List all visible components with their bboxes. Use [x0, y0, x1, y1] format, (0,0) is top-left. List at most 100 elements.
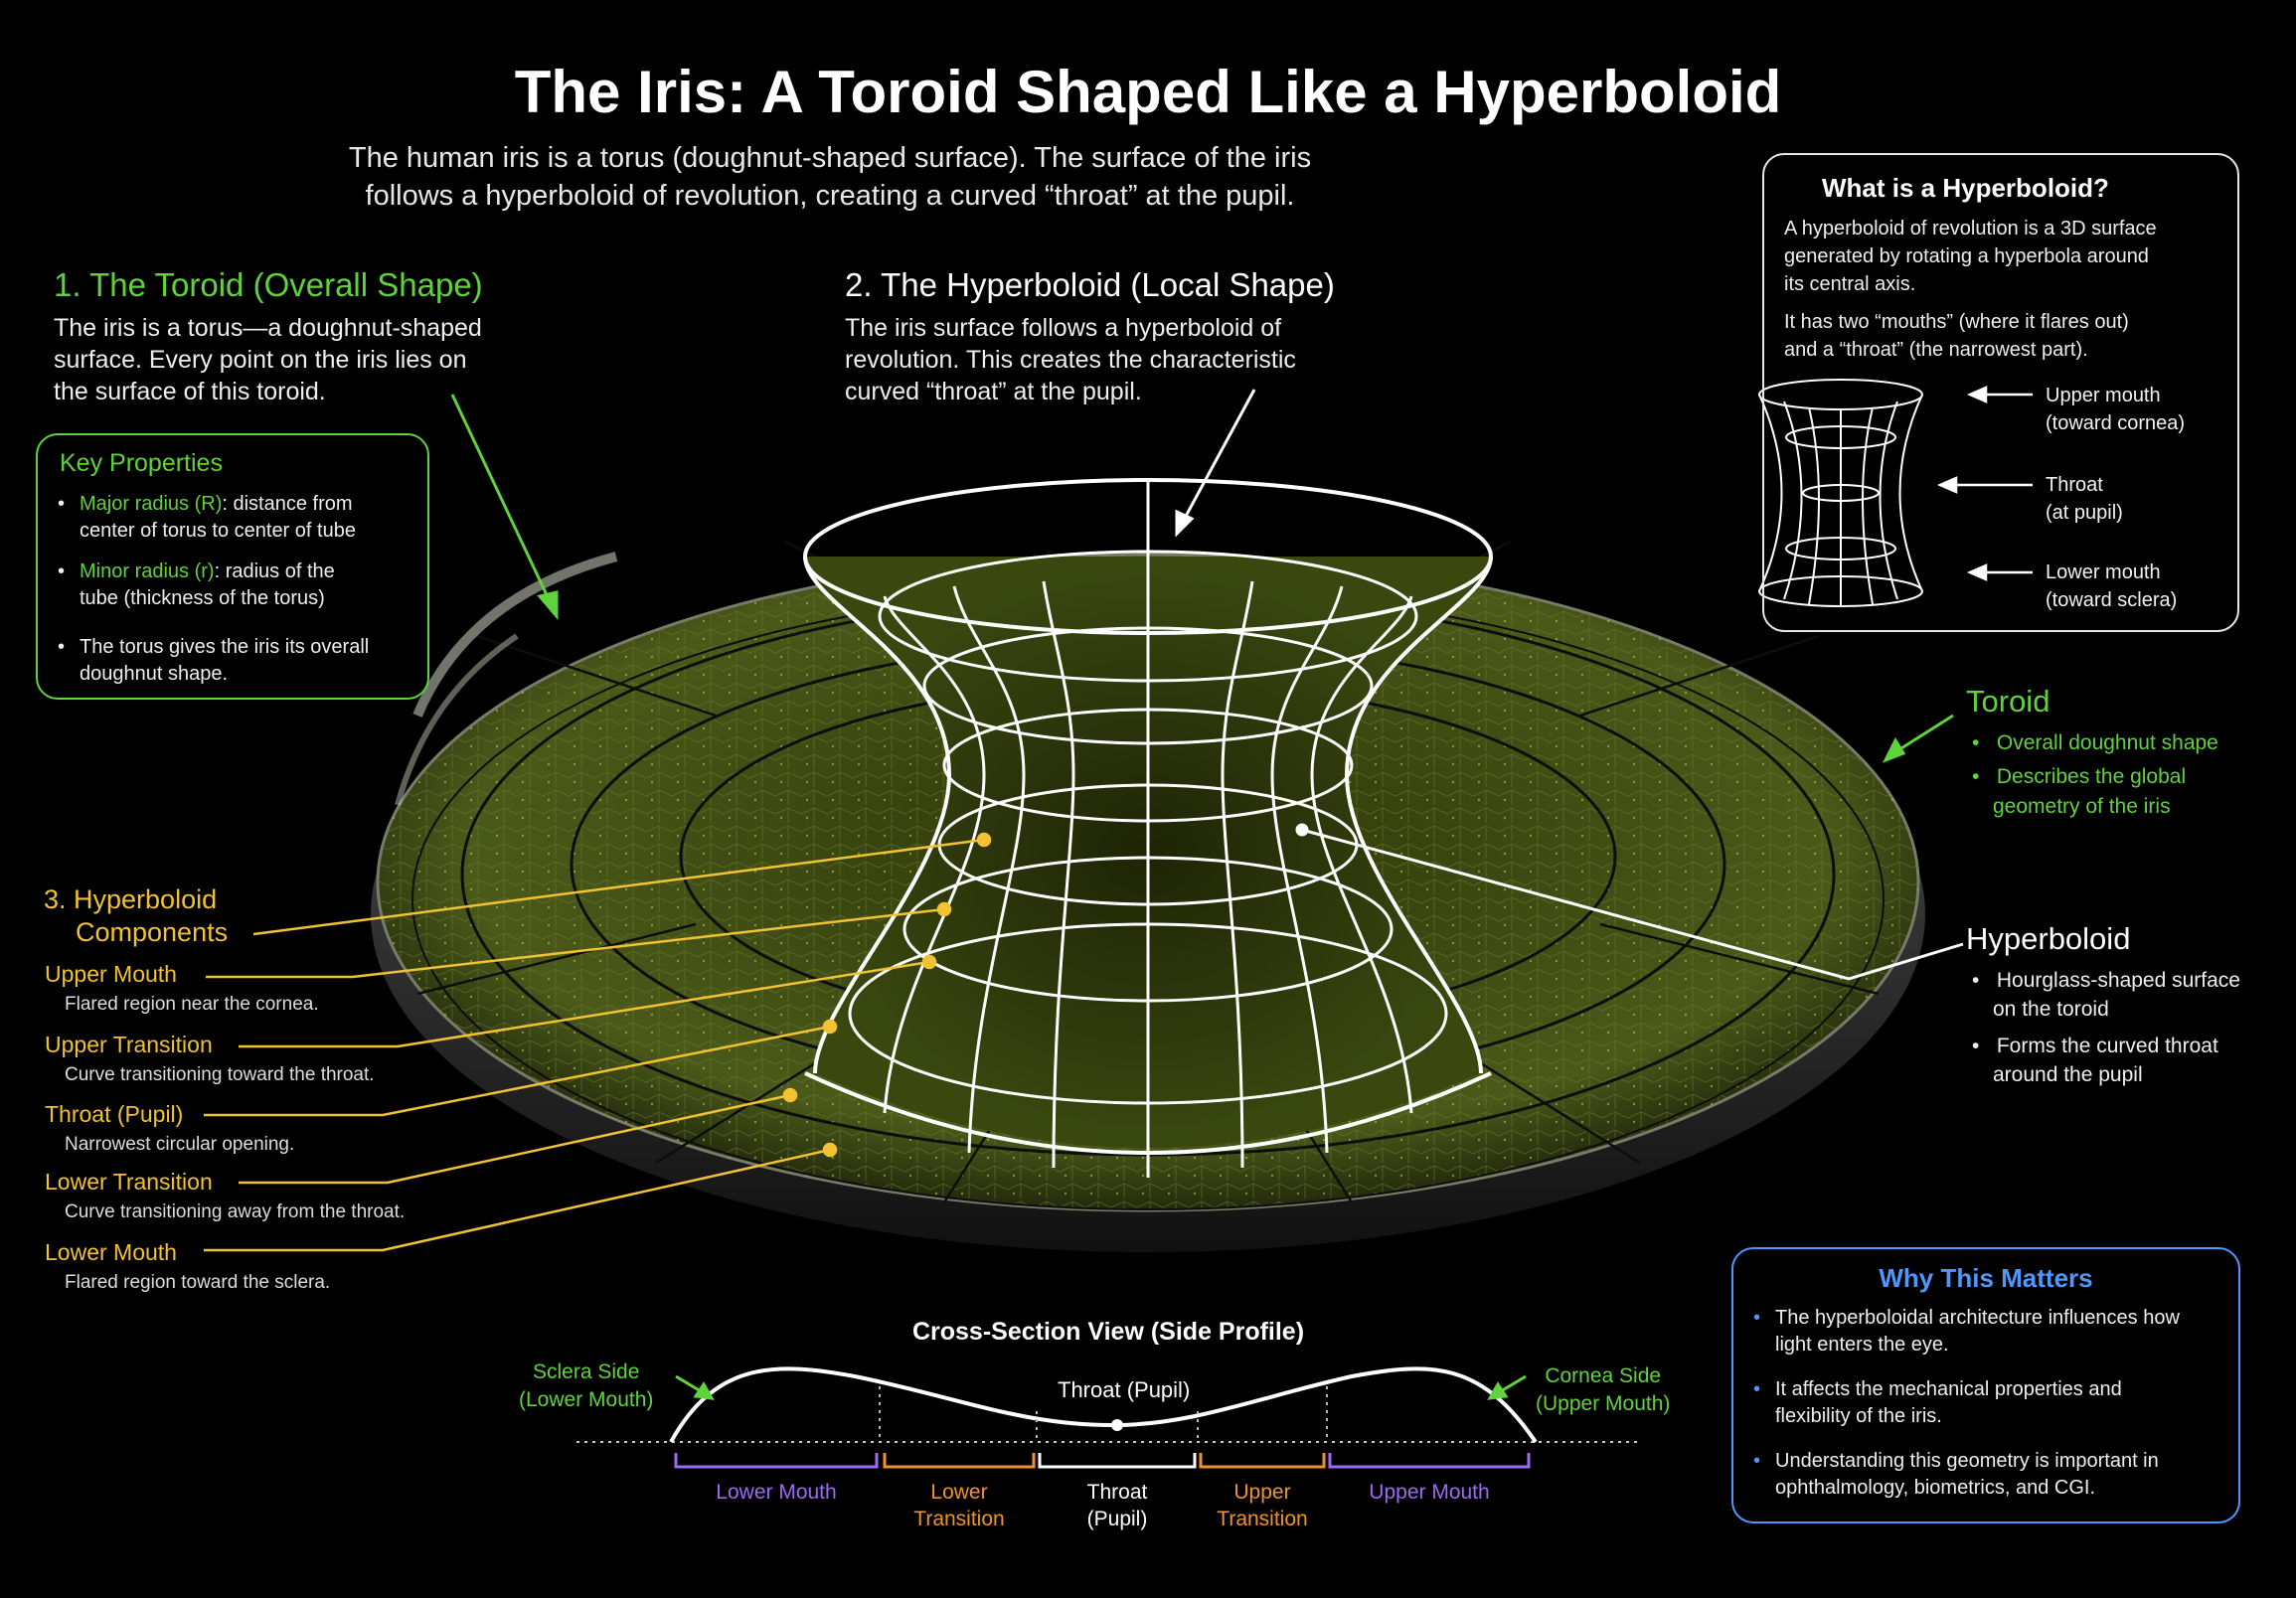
mini-arrows	[1936, 386, 2033, 581]
component-desc: Narrowest circular opening.	[65, 1134, 295, 1155]
throat-label: Throat (at pupil)	[2046, 471, 2123, 527]
segment-label: Transition	[1217, 1508, 1308, 1530]
subtitle-line1: The human iris is a torus (doughnut-shap…	[348, 142, 1312, 174]
torus	[371, 497, 1925, 1252]
key-properties-box: Key Properties Major radius (R): distanc…	[36, 433, 429, 700]
component-desc: Curve transitioning away from the throat…	[65, 1201, 406, 1222]
why-item: •Understanding this geometry is importan…	[1753, 1450, 2159, 1499]
segment-upper-transition: Upper Transition	[1201, 1479, 1324, 1532]
component-desc: Flared region near the cornea.	[65, 994, 319, 1015]
section2-body: The iris surface follows a hyperboloid o…	[845, 312, 1362, 407]
component-desc: Curve transitioning toward the throat.	[65, 1064, 375, 1085]
page-title: The Iris: A Toroid Shaped Like a Hyperbo…	[514, 59, 1782, 125]
key-properties-heading: Key Properties	[60, 449, 223, 477]
what-is-p2-line: It has two “mouths” (where it flares out…	[1784, 311, 2129, 333]
hyperboloid-item: around the pupil	[1993, 1063, 2143, 1086]
lower-mouth-label: Lower mouth (toward sclera)	[2046, 559, 2177, 614]
hyperboloid-callout-list: • Hourglass-shaped surface on the toroid…	[1972, 966, 2240, 1089]
section2-line: revolution. This creates the characteris…	[845, 346, 1296, 374]
component-name: Upper Transition	[45, 1032, 213, 1057]
hyperboloid-arrows	[1175, 389, 1964, 981]
toroid-callout-list: • Overall doughnut shape • Describes the…	[1972, 728, 2218, 822]
toroid-item: • Overall doughnut shape	[1972, 731, 2218, 754]
why-item: •It affects the mechanical properties an…	[1753, 1378, 2122, 1427]
upper-mouth-desc: (toward cornea)	[2046, 412, 2186, 434]
torus-shape-item: The torus gives the iris its overalldoug…	[56, 634, 413, 688]
component-lower-transition: Lower Transition Curve transitioning awa…	[45, 1169, 405, 1223]
cross-section-title: Cross-Section View (Side Profile)	[911, 1318, 1305, 1346]
section2-heading: 2. The Hyperboloid (Local Shape)	[845, 266, 1335, 303]
hyperboloid-callout-heading: Hyperboloid	[1966, 921, 2131, 956]
section3-heading-line1: 3. Hyperboloid	[44, 884, 218, 914]
hyperboloid-item: • Hourglass-shaped surface	[1972, 969, 2240, 992]
cornea-side-label: Cornea Side (Upper Mouth)	[1536, 1362, 1670, 1418]
toroid-arrows	[450, 394, 1954, 763]
cornea-side-title: Cornea Side	[1545, 1364, 1662, 1387]
section2-line: curved “throat” at the pupil.	[845, 378, 1142, 405]
what-is-hyperboloid-box: What is a Hyperboloid? A hyperboloid of …	[1762, 153, 2239, 632]
sclera-side-desc: (Lower Mouth)	[519, 1388, 654, 1411]
throat-title: Throat	[2046, 474, 2103, 496]
component-desc: Flared region toward the sclera.	[65, 1272, 331, 1293]
component-name: Lower Mouth	[45, 1239, 177, 1265]
segment-label: Throat	[1086, 1481, 1148, 1504]
hyperboloid-item: on the toroid	[1993, 998, 2109, 1021]
section1-body: The iris is a torus—a doughnut-shaped su…	[54, 312, 571, 407]
segment-label: Upper Mouth	[1369, 1481, 1490, 1504]
what-is-paragraph2: It has two “mouths” (where it flares out…	[1784, 308, 2129, 364]
what-is-p1-line: its central axis.	[1784, 273, 1916, 295]
section1-line: The iris is a torus—a doughnut-shaped	[54, 314, 482, 342]
component-upper-mouth: Upper Mouth Flared region near the corne…	[45, 961, 319, 1016]
toroid-item: • Describes the global	[1972, 765, 2187, 788]
component-upper-transition: Upper Transition Curve transitioning tow…	[45, 1032, 375, 1086]
hyperboloid-wireframe	[803, 478, 1493, 1178]
section1-line: surface. Every point on the iris lies on	[54, 346, 467, 374]
segment-label: (Pupil)	[1086, 1508, 1148, 1530]
what-is-heading: What is a Hyperboloid?	[1822, 173, 2109, 203]
why-item: •The hyperboloidal architecture influenc…	[1753, 1307, 2180, 1356]
hyperboloid-item: • Forms the curved throat	[1972, 1035, 2218, 1057]
segment-label: Lower Mouth	[716, 1481, 837, 1504]
segment-lower-transition: Lower Transition	[885, 1479, 1034, 1532]
why-matters-list: •The hyperboloidal architecture influenc…	[1753, 1305, 2230, 1502]
component-lower-mouth: Lower Mouth Flared region toward the scl…	[45, 1239, 330, 1294]
section2-line: The iris surface follows a hyperboloid o…	[845, 314, 1282, 342]
component-name: Upper Mouth	[45, 961, 177, 987]
lower-mouth-desc: (toward sclera)	[2046, 589, 2178, 611]
sclera-side-title: Sclera Side	[533, 1360, 640, 1383]
cross-section-graph	[576, 1366, 1640, 1469]
cross-section-throat-label: Throat (Pupil)	[1058, 1377, 1191, 1402]
component-name: Throat (Pupil)	[45, 1101, 184, 1127]
cornea-side-desc: (Upper Mouth)	[1536, 1392, 1671, 1415]
what-is-p2-line: and a “throat” (the narrowest part).	[1784, 339, 2088, 361]
lower-mouth-title: Lower mouth	[2046, 561, 2161, 583]
what-is-paragraph1: A hyperboloid of revolution is a 3D surf…	[1784, 215, 2157, 298]
component-name: Lower Transition	[45, 1169, 213, 1195]
component-throat: Throat (Pupil) Narrowest circular openin…	[45, 1101, 294, 1156]
throat-desc: (at pupil)	[2046, 502, 2123, 524]
section3-heading-line2: Components	[76, 917, 229, 947]
mini-hyperboloid	[1758, 379, 1923, 607]
why-matters-heading: Why This Matters	[1879, 1263, 2093, 1293]
toroid-item: geometry of the iris	[1993, 795, 2171, 818]
upper-mouth-title: Upper mouth	[2046, 385, 2161, 406]
component-leaders	[204, 832, 992, 1252]
section1-line: the surface of this toroid.	[54, 378, 326, 405]
what-is-p1-line: A hyperboloid of revolution is a 3D surf…	[1784, 218, 2157, 240]
sclera-side-label: Sclera Side (Lower Mouth)	[519, 1358, 653, 1414]
toroid-callout-heading: Toroid	[1966, 684, 2050, 719]
segment-upper-mouth: Upper Mouth	[1330, 1479, 1529, 1506]
segment-label: Upper	[1233, 1481, 1291, 1504]
section1-heading: 1. The Toroid (Overall Shape)	[54, 266, 483, 303]
upper-mouth-label: Upper mouth (toward cornea)	[2046, 382, 2185, 437]
subtitle-line2: follows a hyperboloid of revolution, cre…	[365, 180, 1295, 212]
segment-label: Transition	[913, 1508, 1005, 1530]
segment-label: Lower	[930, 1481, 988, 1504]
why-matters-box: Why This Matters •The hyperboloidal arch…	[1731, 1247, 2240, 1523]
segment-lower-mouth: Lower Mouth	[676, 1479, 877, 1506]
what-is-p1-line: generated by rotating a hyperbola around	[1784, 245, 2149, 267]
